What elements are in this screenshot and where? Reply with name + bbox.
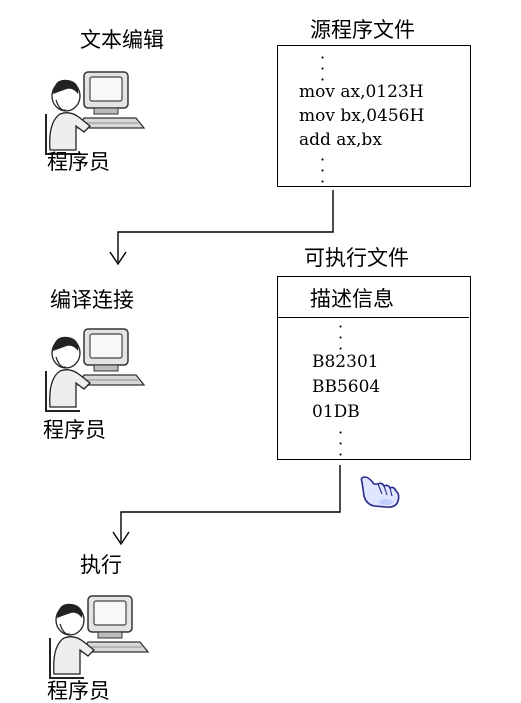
arrowhead-compile (109, 251, 127, 266)
source-code-line: mov bx,0456H (299, 106, 425, 126)
role-label-edit: 程序员 (47, 150, 110, 174)
role-label-compile: 程序员 (43, 418, 106, 442)
source-file-title: 源程序文件 (310, 18, 415, 42)
stage-title-edit: 文本编辑 (80, 28, 164, 52)
ellipsis-top: ··· (320, 48, 326, 89)
source-code-line: mov ax,0123H (299, 82, 424, 102)
programmer-icon (48, 594, 158, 694)
stage-title-run: 执行 (80, 553, 122, 577)
hand-pointer-icon (356, 474, 404, 510)
connector-source-to-compile (117, 190, 334, 262)
connector-exe-to-run (120, 465, 341, 542)
exe-header-divider (278, 317, 469, 318)
exe-header-label: 描述信息 (310, 287, 394, 311)
exe-file-title: 可执行文件 (304, 246, 409, 270)
stage-title-compile: 编译连接 (50, 288, 134, 312)
source-file-box: ··· mov ax,0123H mov bx,0456H add ax,bx … (277, 45, 471, 191)
ellipsis-top: ··· (338, 317, 344, 358)
exe-file-box: 描述信息 ··· B82301 BB5604 01DB ··· (277, 276, 471, 464)
programmer-icon (44, 327, 154, 427)
ellipsis-bottom: ··· (320, 150, 326, 191)
arrowhead-run (112, 531, 130, 546)
machine-code-line: 01DB (312, 402, 360, 422)
ellipsis-bottom: ··· (338, 423, 344, 464)
machine-code-line: B82301 (312, 352, 379, 372)
source-code-line: add ax,bx (299, 130, 382, 150)
programmer-icon (44, 70, 154, 170)
role-label-run: 程序员 (47, 679, 110, 703)
machine-code-line: BB5604 (312, 377, 381, 397)
